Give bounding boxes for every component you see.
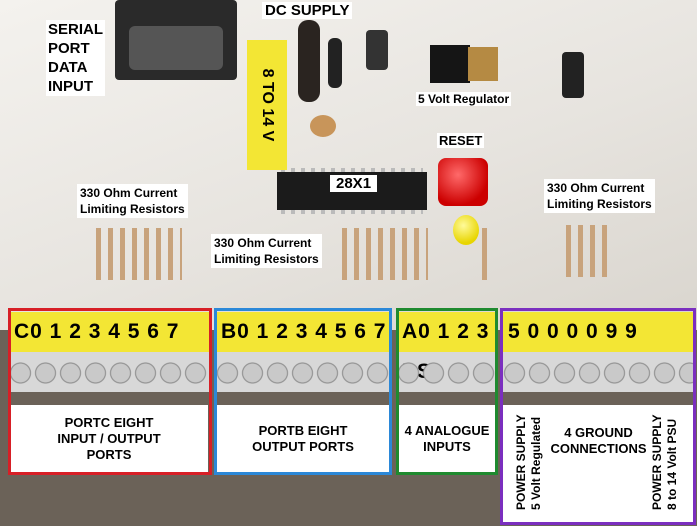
ceramic-capacitor [310, 115, 336, 137]
portc-outline [8, 308, 212, 475]
serial-line: SERIAL [48, 21, 104, 38]
desc-line: PORTC EIGHT [64, 415, 154, 430]
portb-description: PORTB EIGHT OUTPUT PORTS [217, 405, 389, 473]
porta-description: 4 ANALOGUE INPUTS [398, 405, 496, 473]
voltage-regulator [430, 45, 470, 83]
power-description: 4 GROUND CONNECTIONS [503, 405, 694, 523]
dc-socket [328, 38, 342, 88]
capacitor [366, 30, 388, 70]
porta-outline [396, 308, 498, 475]
resistor-label-mid: 330 Ohm Current Limiting Resistors [211, 234, 322, 268]
voltage-tag: 8 TO 14 V [247, 40, 287, 170]
serial-line: DATA [48, 59, 88, 76]
voltage-tag-text: 8 TO 14 V [259, 68, 276, 142]
resistor-label-line: Limiting Resistors [80, 202, 185, 216]
resistor-label-right: 330 Ohm Current Limiting Resistors [544, 179, 655, 213]
circuit-board: 8 TO 14 V SERIAL PORT DATA INPUT DC SUPP… [0, 0, 697, 330]
serial-line: PORT [48, 40, 90, 57]
desc-line: 4 ANALOGUE [404, 423, 490, 438]
screw-terminals[interactable] [396, 356, 498, 390]
screw-terminals[interactable] [8, 356, 210, 390]
desc-line: OUTPUT PORTS [252, 439, 354, 454]
resistor-label-line: 330 Ohm Current [80, 186, 178, 200]
led [453, 215, 479, 245]
regulator-heat-tab [468, 47, 498, 81]
power-outline [500, 308, 696, 525]
strip-print: B0 1 2 3 4 5 6 7 [215, 312, 391, 352]
chip-label: 28X1 [330, 175, 378, 192]
desc-line: PORTB EIGHT [258, 423, 348, 438]
portc-description: PORTC EIGHT INPUT / OUTPUT PORTS [10, 405, 208, 473]
reset-label: RESET [437, 133, 485, 148]
resistor-label-line: Limiting Resistors [214, 252, 319, 266]
serial-connector [115, 0, 237, 80]
regulator-label: 5 Volt Regulator [416, 92, 512, 106]
resistor-label-line: 330 Ohm Current [214, 236, 312, 250]
resistor-label-line: Limiting Resistors [547, 197, 652, 211]
resistor-group [338, 228, 428, 280]
desc-line: 4 GROUND [564, 425, 633, 440]
terminal-strip-porta: A0 1 2 3 PS [396, 312, 498, 392]
resistor-label-line: 330 Ohm Current [547, 181, 645, 195]
strip-print: 5 0 0 0 0 9 9 [502, 312, 695, 352]
terminal-strip-portc: C0 1 2 3 4 5 6 7 [8, 312, 210, 392]
dc-supply-label: DC SUPPLY [262, 2, 353, 19]
resistor-label-left: 330 Ohm Current Limiting Resistors [77, 184, 188, 218]
serial-port-label: SERIAL PORT DATA INPUT [46, 20, 106, 96]
screw-terminals[interactable] [215, 356, 391, 390]
terminal-strip-power: 5 0 0 0 0 9 9 [502, 312, 695, 392]
resistor-group [478, 228, 492, 280]
strip-print: C0 1 2 3 4 5 6 7 [8, 312, 210, 352]
desc-line: INPUTS [423, 439, 471, 454]
serial-line: INPUT [48, 78, 93, 95]
desc-line: INPUT / OUTPUT [57, 431, 161, 446]
capacitor [562, 52, 584, 98]
desc-line: CONNECTIONS [550, 441, 647, 456]
portb-outline [214, 308, 392, 475]
reset-button[interactable] [438, 158, 488, 206]
desc-line: PORTS [86, 447, 132, 462]
terminal-strip-portb: B0 1 2 3 4 5 6 7 [215, 312, 391, 392]
resistor-group [562, 225, 612, 277]
dc-plug [298, 20, 320, 102]
resistor-group [92, 228, 182, 280]
screw-terminals[interactable] [502, 356, 695, 390]
